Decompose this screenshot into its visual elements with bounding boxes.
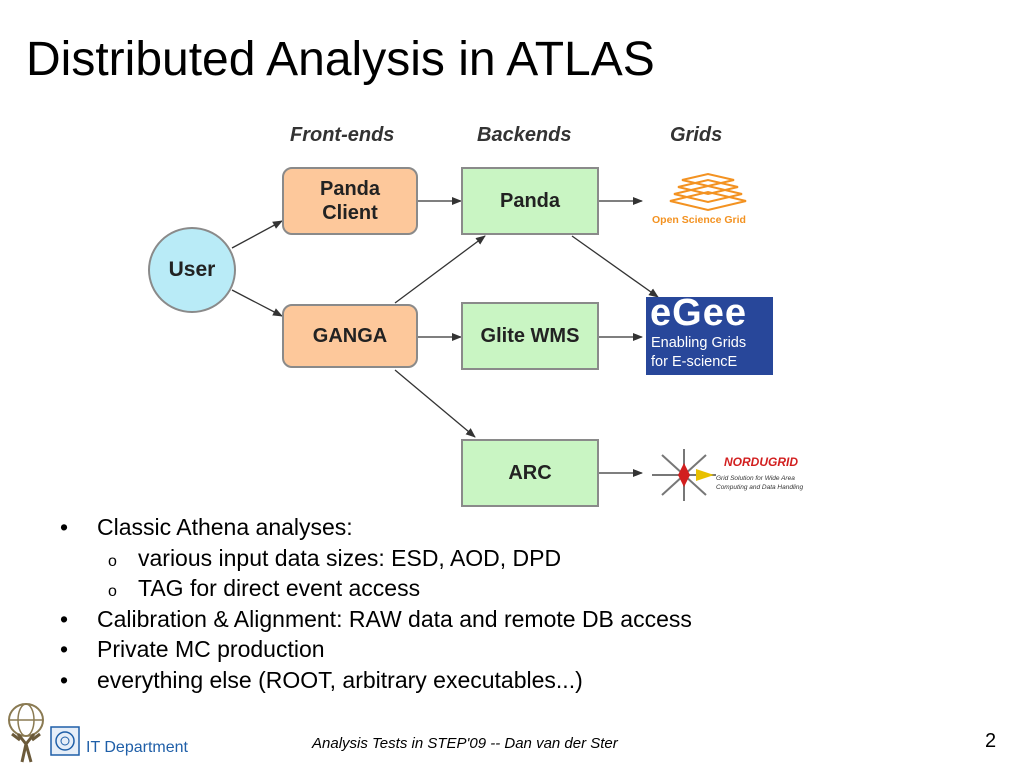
frontend-panda-client: Panda Client	[282, 167, 418, 235]
osg-label: Open Science Grid	[652, 214, 746, 226]
osg-stack-icon	[669, 172, 747, 212]
egee-line1: Enabling Grids	[651, 335, 747, 351]
user-node: User	[148, 227, 236, 313]
nordugrid-tagline2: Computing and Data Handling	[716, 484, 804, 491]
backend-label: ARC	[508, 462, 552, 484]
osg-logo: Open Science Grid	[648, 172, 763, 234]
backend-label: Glite WMS	[480, 325, 580, 347]
edge-user-pandaclient	[231, 220, 283, 249]
atlas-logo-icon	[8, 703, 44, 763]
egee-wordmark: eGee	[650, 292, 747, 334]
frontend-label: GANGA	[312, 325, 388, 347]
sub-bullet-item: various input data sizes: ESD, AOD, DPD	[58, 543, 692, 577]
egee-line2: for E-sciencE	[651, 354, 738, 370]
nordugrid-star-icon	[652, 449, 716, 501]
backend-panda: Panda	[461, 167, 599, 235]
it-department-label: IT Department	[86, 739, 188, 756]
backend-glite-wms: Glite WMS	[461, 302, 599, 370]
frontend-ganga: GANGA	[282, 304, 418, 368]
edge-ganga-arc	[394, 369, 476, 438]
edge-panda-egee	[571, 235, 659, 298]
nordugrid-tagline1: Grid Solution for Wide Area	[716, 475, 795, 482]
nordugrid-name: NORDUGRID	[724, 455, 798, 469]
slide-footer: Analysis Tests in STEP'09 -- Dan van der…	[312, 735, 618, 752]
egee-logo: eGee Enabling Grids for E-sciencE	[646, 292, 773, 375]
edge-user-ganga	[231, 289, 283, 317]
header-backends: Backends	[477, 124, 572, 146]
bullet-list: Classic Athena analyses: various input d…	[58, 512, 692, 695]
nordugrid-logo: NORDUGRID Grid Solution for Wide Area Co…	[644, 445, 816, 505]
bullet-item: everything else (ROOT, arbitrary executa…	[58, 665, 692, 696]
user-label: User	[168, 258, 216, 281]
cern-logo-icon	[50, 726, 80, 756]
edge-ganga-panda	[394, 235, 486, 304]
bullet-item: Private MC production	[58, 634, 692, 665]
header-frontends: Front-ends	[290, 124, 395, 146]
frontend-label-line1: Panda	[319, 178, 381, 200]
header-grids: Grids	[670, 124, 723, 146]
page-number: 2	[985, 730, 997, 752]
backend-arc: ARC	[461, 439, 599, 507]
backend-label: Panda	[499, 190, 561, 212]
bullet-item: Classic Athena analyses:	[58, 512, 692, 543]
sub-bullet-item: TAG for direct event access	[58, 573, 692, 607]
frontend-label-line2: Client	[322, 202, 378, 224]
slide-title: Distributed Analysis in ATLAS	[26, 33, 655, 86]
bullet-item: Calibration & Alignment: RAW data and re…	[58, 604, 692, 635]
